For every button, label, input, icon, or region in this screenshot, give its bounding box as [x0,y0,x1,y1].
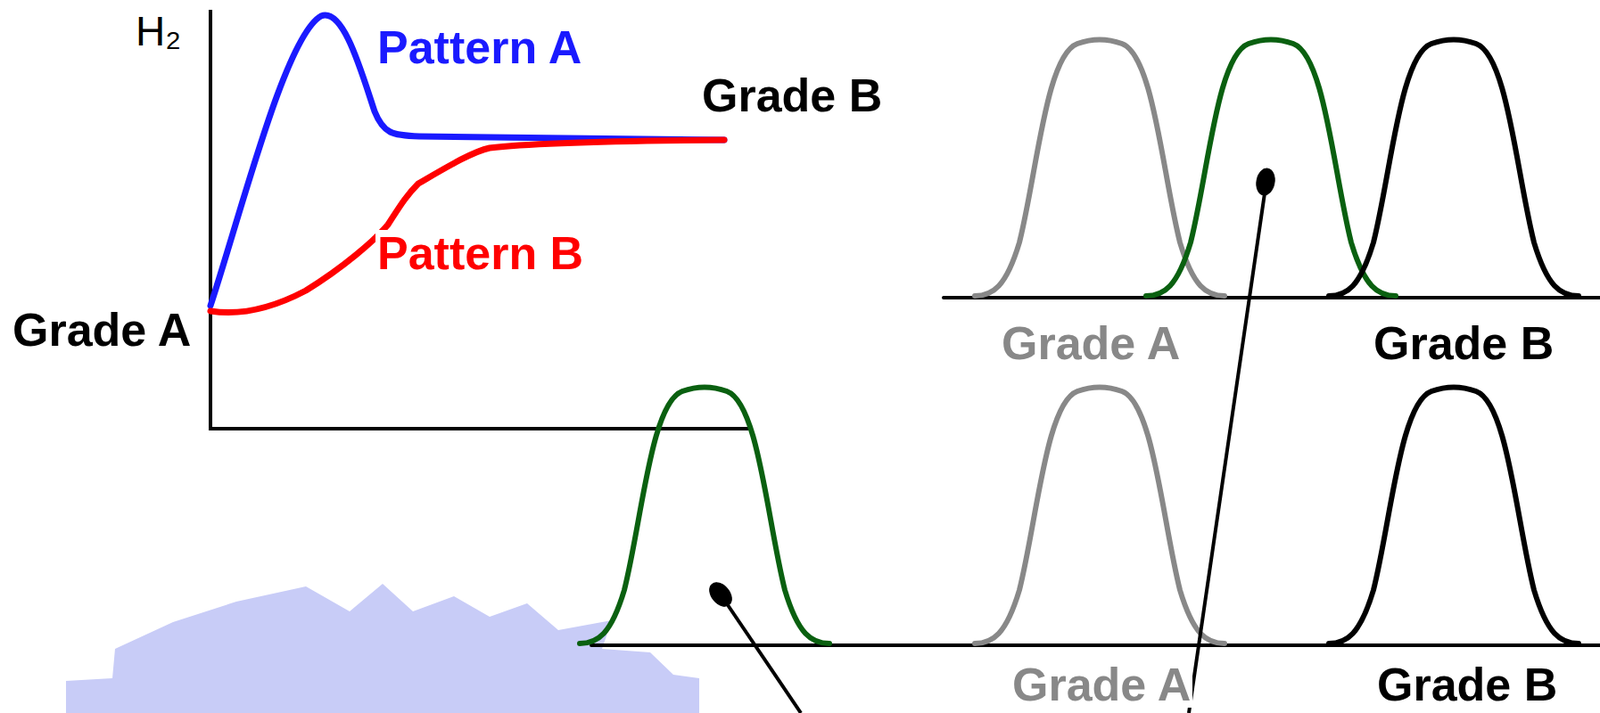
level-label: Grade B [700,72,884,119]
pin-markers [705,166,1278,713]
pattern-a-curve [210,15,725,306]
series-label: Pattern A [375,24,584,71]
distribution-bottom [579,387,1600,647]
distribution-top [943,40,1600,299]
pattern-b-curve [210,140,725,314]
chart-axes [208,9,749,431]
series-label: Pattern B [375,230,586,277]
grade-label: Grade A [999,320,1182,367]
grade-label: Grade B [1375,661,1559,709]
axis-label: H₂ [133,10,183,52]
grade-label: Grade B [1371,320,1556,367]
level-label: Grade A [10,306,193,354]
starburst [65,584,700,713]
grade-label: Grade A [1010,661,1193,709]
